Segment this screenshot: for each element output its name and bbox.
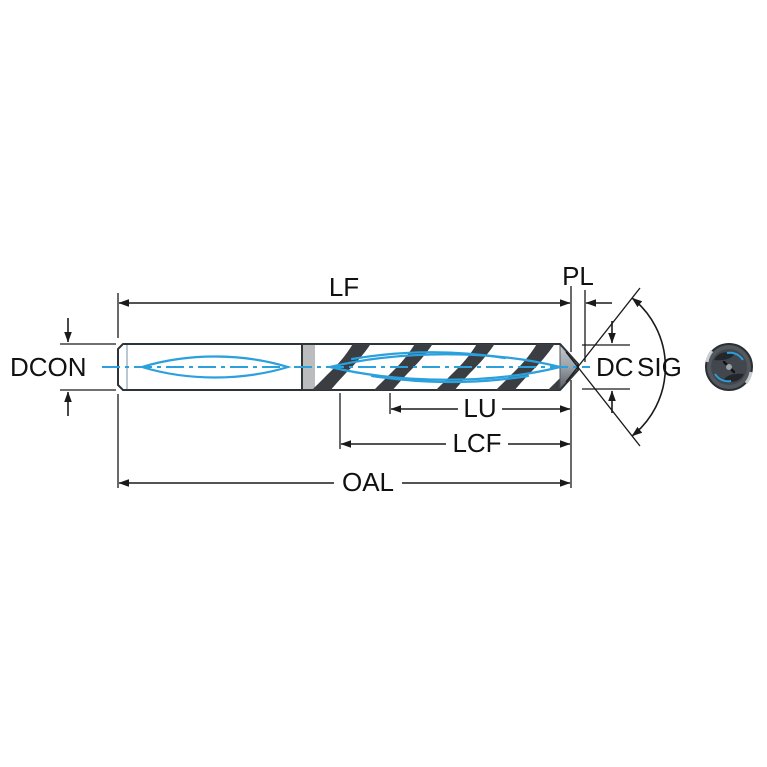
lf-label: LF bbox=[329, 272, 359, 302]
drill-drawing bbox=[102, 343, 590, 391]
dcon-label: DCON bbox=[10, 352, 87, 382]
dimension-dcon: DCON bbox=[10, 318, 116, 416]
dimension-dc: DC bbox=[582, 321, 634, 413]
dimension-lf: LF bbox=[117, 272, 571, 338]
coolant-lens-marks bbox=[138, 351, 561, 384]
dimension-lcf: LCF bbox=[339, 393, 571, 458]
lcf-label: LCF bbox=[452, 428, 501, 458]
dimension-sig: SIG bbox=[565, 287, 682, 447]
sig-label: SIG bbox=[637, 352, 682, 382]
dimension-oal: OAL bbox=[117, 394, 571, 497]
lu-label: LU bbox=[463, 393, 496, 423]
dimension-pl: PL bbox=[562, 261, 612, 362]
oal-label: OAL bbox=[342, 467, 394, 497]
dimension-lu: LU bbox=[389, 393, 571, 423]
pl-label: PL bbox=[562, 261, 594, 291]
drill-end-view-icon bbox=[705, 343, 753, 391]
dc-label: DC bbox=[596, 352, 634, 382]
